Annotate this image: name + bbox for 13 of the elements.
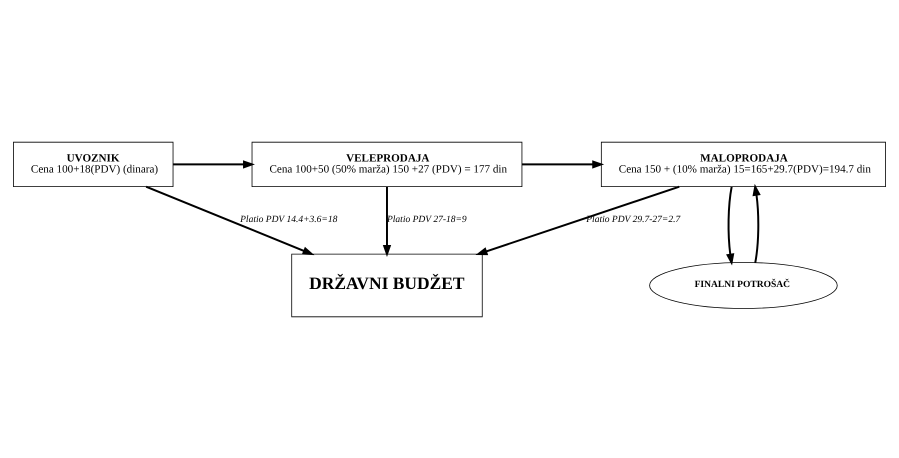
node-box: DRŽAVNI BUDŽET <box>291 253 483 317</box>
arrow <box>752 183 761 262</box>
edge-label: Platio PDV 14.4+3.6=18 <box>240 214 338 225</box>
node-box: UVOZNIK Cena 100+18(PDV) (dinara) <box>13 141 174 187</box>
arrow <box>476 185 680 255</box>
arrow <box>382 186 392 256</box>
arrow <box>726 186 734 266</box>
node-ellipse: FINALNI POTROŠAČ <box>649 262 838 308</box>
arrow <box>146 185 314 255</box>
node-box: VELEPRODAJA Cena 100+50 (50% marža) 150 +27 (PDV) = 177 din <box>252 141 522 187</box>
arrow <box>522 160 604 168</box>
node-box: MALOPRODAJA Cena 150 + (10% marža) 15=165+29.7(PDV)=194.7 din <box>600 141 886 187</box>
arrow <box>173 160 255 168</box>
